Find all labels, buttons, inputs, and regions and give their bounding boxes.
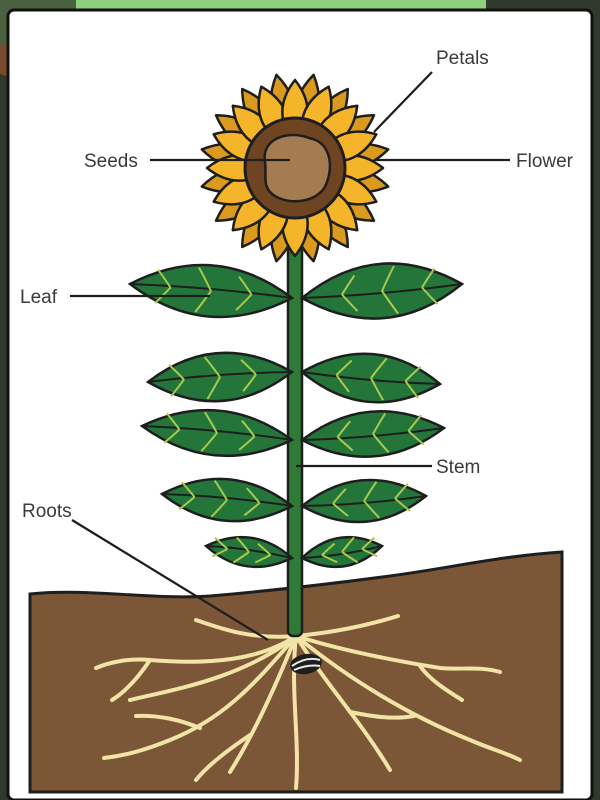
label-stem: Stem	[436, 457, 480, 478]
label-roots: Roots	[22, 501, 72, 522]
label-flower: Flower	[516, 151, 574, 172]
label-petals: Petals	[436, 48, 489, 69]
label-leaf: Leaf	[20, 287, 58, 308]
seed-center	[265, 135, 330, 201]
label-seeds: Seeds	[84, 151, 138, 172]
